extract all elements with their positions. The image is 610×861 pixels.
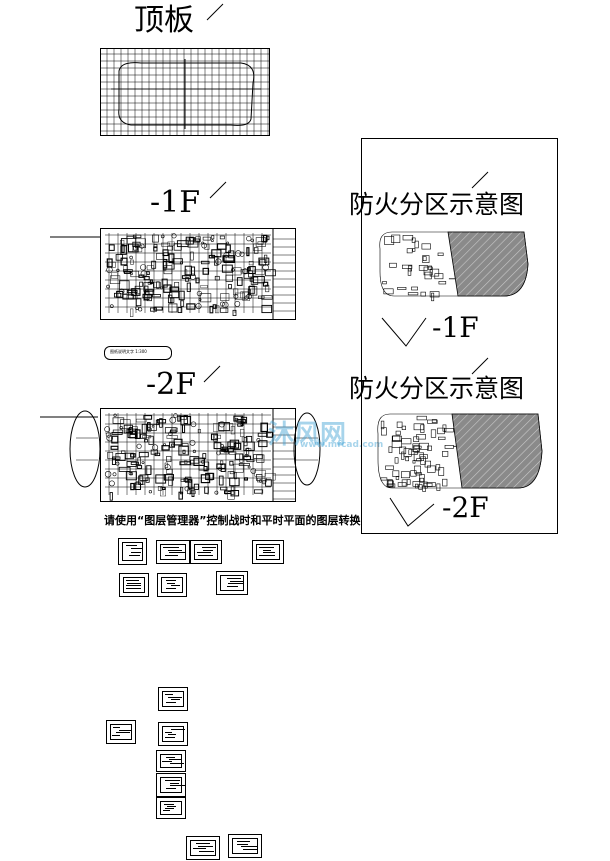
fire-zone-title-b2: 防火分区示意图 bbox=[349, 374, 525, 403]
floor-b1-plan bbox=[100, 228, 296, 320]
sheet-thumbnail bbox=[186, 836, 220, 860]
fire-zone-map-b1 bbox=[374, 226, 534, 302]
floor-b1-drawing bbox=[105, 229, 295, 319]
title-tick-mark bbox=[209, 181, 227, 199]
sheet-thumbnail bbox=[156, 540, 190, 564]
watermark-main: 沐风网 bbox=[268, 420, 347, 450]
sheet-thumbnail bbox=[158, 722, 188, 746]
sheet-thumbnail bbox=[252, 540, 284, 564]
caption-bubble bbox=[104, 346, 172, 360]
title-tick-mark bbox=[206, 3, 224, 21]
top-slab-grid bbox=[101, 49, 269, 135]
title-tick-mark bbox=[471, 357, 489, 375]
top-slab-plan bbox=[100, 48, 270, 136]
sheet-thumbnail bbox=[118, 538, 147, 565]
floor-b2-drawing bbox=[104, 409, 295, 501]
leader-line bbox=[40, 416, 98, 418]
leader-line bbox=[50, 236, 108, 238]
fire-zone-check-b2 bbox=[389, 497, 435, 527]
sheet-thumbnail bbox=[157, 573, 187, 597]
sheet-thumbnail bbox=[156, 750, 186, 772]
right-callout-ellipse bbox=[293, 412, 321, 486]
title-tick-mark bbox=[471, 171, 489, 189]
sheet-thumbnail bbox=[119, 573, 149, 597]
sheet-thumbnail bbox=[106, 720, 136, 744]
left-callout-ellipse bbox=[69, 410, 101, 488]
caption-text: 图纸说明文字 1:300 bbox=[110, 349, 147, 354]
sheet-thumbnail bbox=[216, 571, 248, 595]
fire-zone-check-b1 bbox=[381, 317, 427, 347]
sheet-thumbnail bbox=[156, 773, 186, 797]
floor-b2-title: -2F bbox=[146, 367, 197, 402]
floor-b2-plan bbox=[100, 408, 296, 502]
floor-b1-title: -1F bbox=[150, 185, 201, 220]
layer-manager-notice: 请使用“图层管理器”控制战时和平时平面的图层转换 bbox=[104, 514, 361, 527]
fire-zone-panel bbox=[361, 138, 558, 534]
sheet-thumbnail bbox=[228, 834, 262, 858]
sheet-thumbnail bbox=[190, 540, 222, 564]
title-tick-mark bbox=[203, 365, 221, 383]
fire-zone-title-b1: 防火分区示意图 bbox=[349, 190, 525, 219]
sheet-thumbnail bbox=[156, 797, 186, 819]
fire-zone-floor-b1: -1F bbox=[432, 311, 479, 344]
fire-zone-floor-b2: -2F bbox=[442, 491, 489, 524]
watermark-sub: www.mfcad.com bbox=[300, 440, 384, 450]
sheet-thumbnail bbox=[158, 687, 188, 711]
fire-zone-map-b2 bbox=[372, 408, 548, 494]
top-slab-title: 顶板 bbox=[134, 3, 194, 38]
